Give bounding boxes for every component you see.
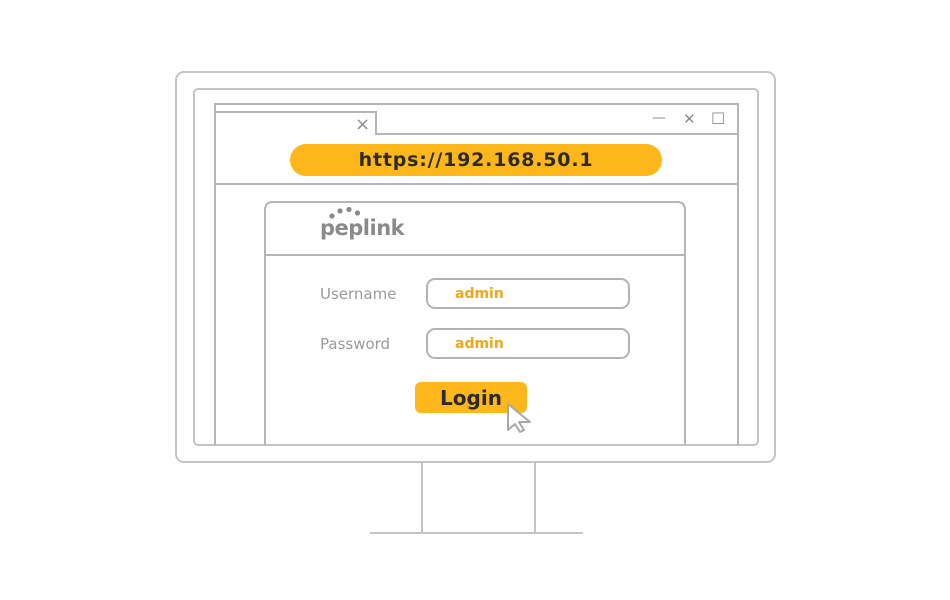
login-panel-outline	[264, 201, 686, 445]
password-value: admin	[455, 335, 504, 352]
minimize-icon[interactable]: —	[652, 110, 666, 126]
mouse-pointer-icon	[507, 403, 531, 433]
peplink-logo-icon	[329, 206, 361, 219]
browser-window-outline	[214, 103, 739, 445]
username-field[interactable]: admin	[426, 278, 630, 309]
username-value: admin	[455, 285, 504, 302]
address-bar-url: https://192.168.50.1	[358, 149, 594, 171]
browser-tab-shape	[215, 111, 738, 135]
brand-logo-text: peplink	[320, 216, 405, 240]
username-label: Username	[320, 285, 397, 303]
tab-close-icon[interactable]: ×	[355, 114, 371, 135]
window-close-icon[interactable]: ✕	[683, 110, 696, 128]
monitor-stand-neck	[421, 461, 536, 534]
password-label: Password	[320, 335, 391, 353]
address-bar[interactable]: https://192.168.50.1	[290, 144, 662, 176]
monitor-screen	[193, 88, 759, 446]
password-field[interactable]: admin	[426, 328, 630, 359]
maximize-icon[interactable]: ☐	[711, 109, 726, 128]
login-button-label: Login	[440, 385, 502, 410]
